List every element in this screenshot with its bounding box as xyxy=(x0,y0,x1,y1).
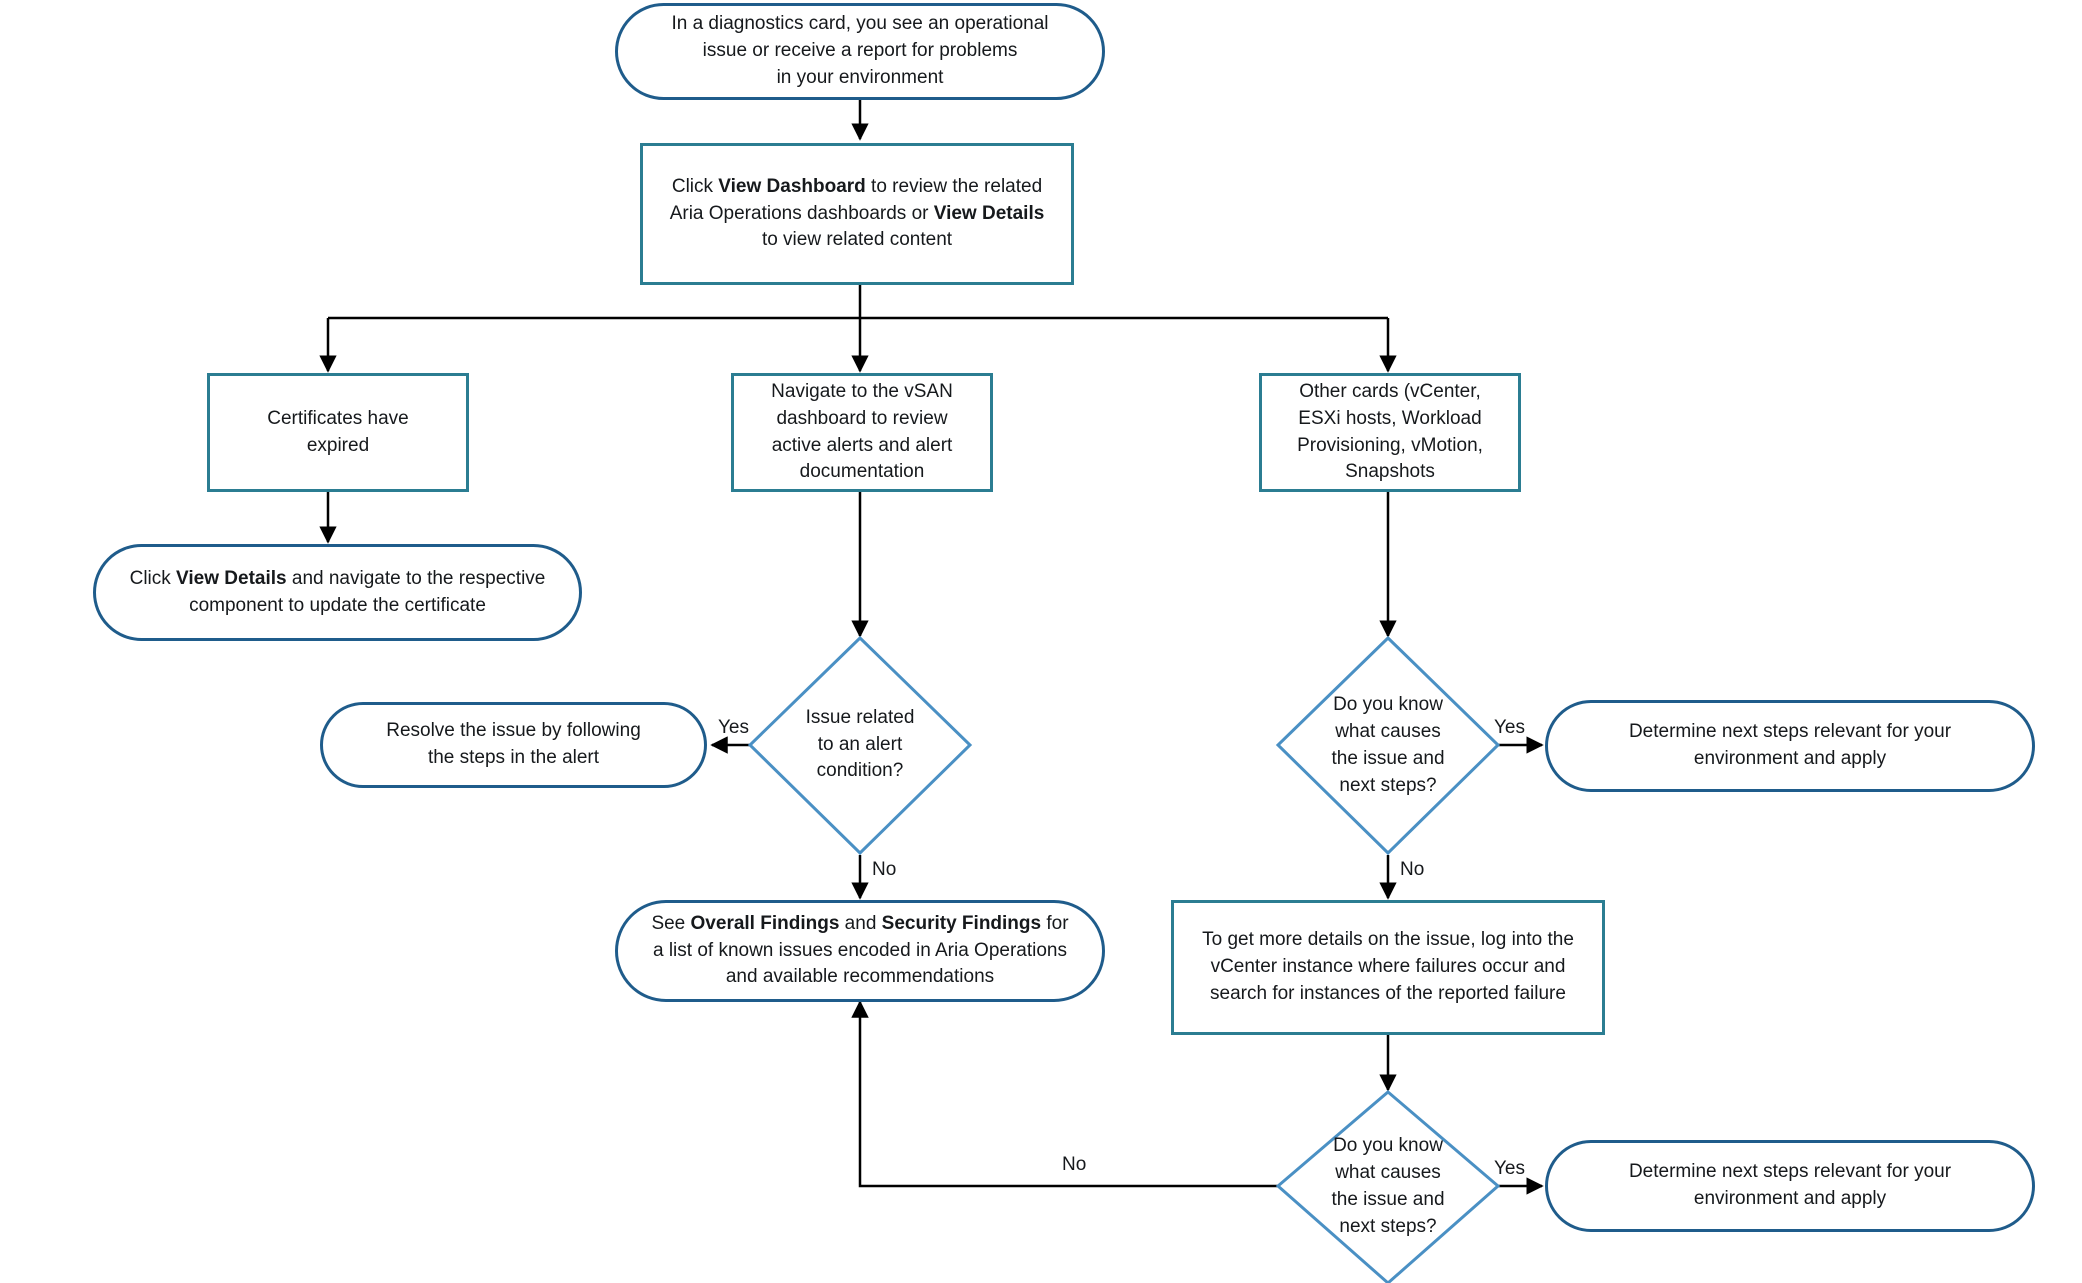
edge-label-alert-no: No xyxy=(872,859,897,880)
node-click-dashboard: Click View Dashboard to review the relat… xyxy=(640,143,1074,285)
node-start: In a diagnostics card, you see an operat… xyxy=(615,3,1105,100)
node-findings: See Overall Findings and Security Findin… xyxy=(615,900,1105,1002)
node-get-more-details: To get more details on the issue, log in… xyxy=(1171,900,1605,1035)
edge-label-know1-yes: Yes xyxy=(1494,717,1525,738)
edge-label-know2-yes: Yes xyxy=(1494,1158,1525,1179)
node-click-view-details-text: Click View Details and navigate to the r… xyxy=(129,567,546,616)
edge-label-alert-yes: Yes xyxy=(718,717,749,738)
node-findings-text: See Overall Findings and Security Findin… xyxy=(651,912,1069,988)
node-click-view-details: Click View Details and navigate to the r… xyxy=(93,544,582,641)
edge-label-know1-no: No xyxy=(1400,859,1425,880)
edge-label-know2-no: No xyxy=(1062,1154,1087,1175)
node-start-text: In a diagnostics card, you see an operat… xyxy=(671,13,1049,88)
node-other-cards: Other cards (vCenter,ESXi hosts, Workloa… xyxy=(1259,373,1521,492)
node-get-more-details-text: To get more details on the issue, log in… xyxy=(1202,929,1574,1004)
node-click-dashboard-text: Click View Dashboard to review the relat… xyxy=(669,175,1045,251)
node-other-cards-text: Other cards (vCenter,ESXi hosts, Workloa… xyxy=(1297,380,1483,483)
